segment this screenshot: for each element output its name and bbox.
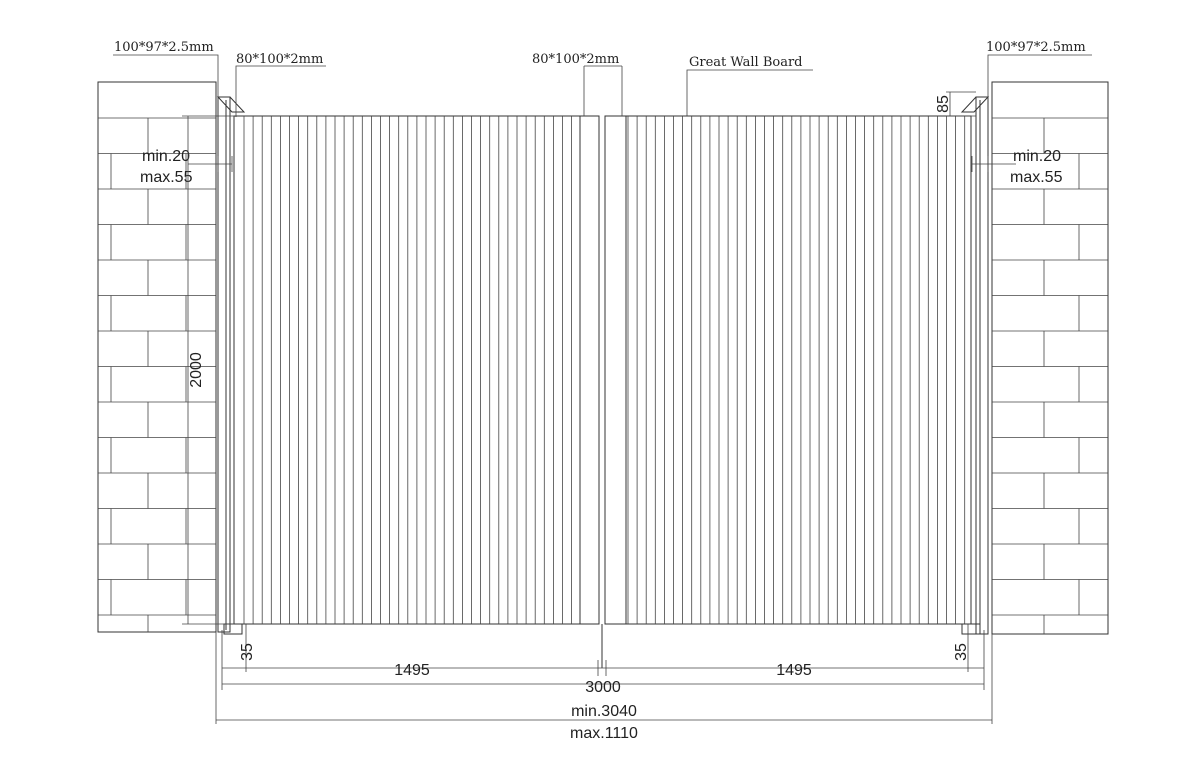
center-frame-spec-label: 80*100*2mm	[532, 52, 619, 67]
left-bottom-clearance-value: 35	[239, 643, 256, 661]
right-gap-min: min.20	[1013, 148, 1061, 165]
left-brick-wall	[97, 81, 217, 633]
right-post-callout: 100*97*2.5mm	[986, 40, 1092, 100]
left-frame-spec-label: 80*100*2mm	[236, 52, 323, 67]
right-gap-max: max.55	[1010, 169, 1063, 186]
right-gate-leaf	[604, 115, 972, 625]
leaf-width-dimension: 1495 1495	[221, 630, 985, 690]
right-bottom-clearance-value: 35	[953, 643, 970, 661]
right-post-spec-label: 100*97*2.5mm	[986, 40, 1086, 55]
left-leaf-width-value: 1495	[394, 662, 430, 679]
right-bottom-clearance-dimension: 35	[953, 624, 970, 672]
total-width-value: 3000	[585, 679, 621, 696]
opening-max-value: max.1110	[570, 725, 638, 742]
left-gap-dimension: min.20 max.55	[140, 148, 233, 186]
left-post	[216, 96, 246, 633]
top-offset-value: 85	[935, 95, 952, 113]
right-leaf-width-value: 1495	[776, 662, 812, 679]
left-post-callout: 100*97*2.5mm	[113, 40, 219, 100]
left-frame-callout: 80*100*2mm	[235, 52, 326, 117]
opening-width-dimension: min.3040 max.1110	[215, 632, 993, 742]
board-callout: Great Wall Board	[686, 55, 813, 116]
left-post-spec-label: 100*97*2.5mm	[114, 40, 214, 55]
right-gap-dimension: min.20 max.55	[971, 148, 1063, 186]
board-name-label: Great Wall Board	[689, 55, 803, 70]
left-gate-leaf	[233, 115, 600, 625]
left-gap-max: max.55	[140, 169, 193, 186]
right-bottom-hinge	[961, 623, 981, 635]
height-value: 2000	[188, 352, 205, 388]
left-gap-min: min.20	[142, 148, 190, 165]
left-bottom-clearance-dimension: 35	[239, 624, 256, 672]
right-brick-wall	[991, 81, 1109, 635]
opening-min-value: min.3040	[571, 703, 637, 720]
height-dimension: 2000	[182, 115, 234, 625]
center-frame-callout: 80*100*2mm	[532, 52, 623, 116]
total-width-dimension: 3000	[222, 679, 984, 696]
right-post	[960, 96, 990, 635]
top-offset-dimension: 85	[935, 91, 976, 117]
